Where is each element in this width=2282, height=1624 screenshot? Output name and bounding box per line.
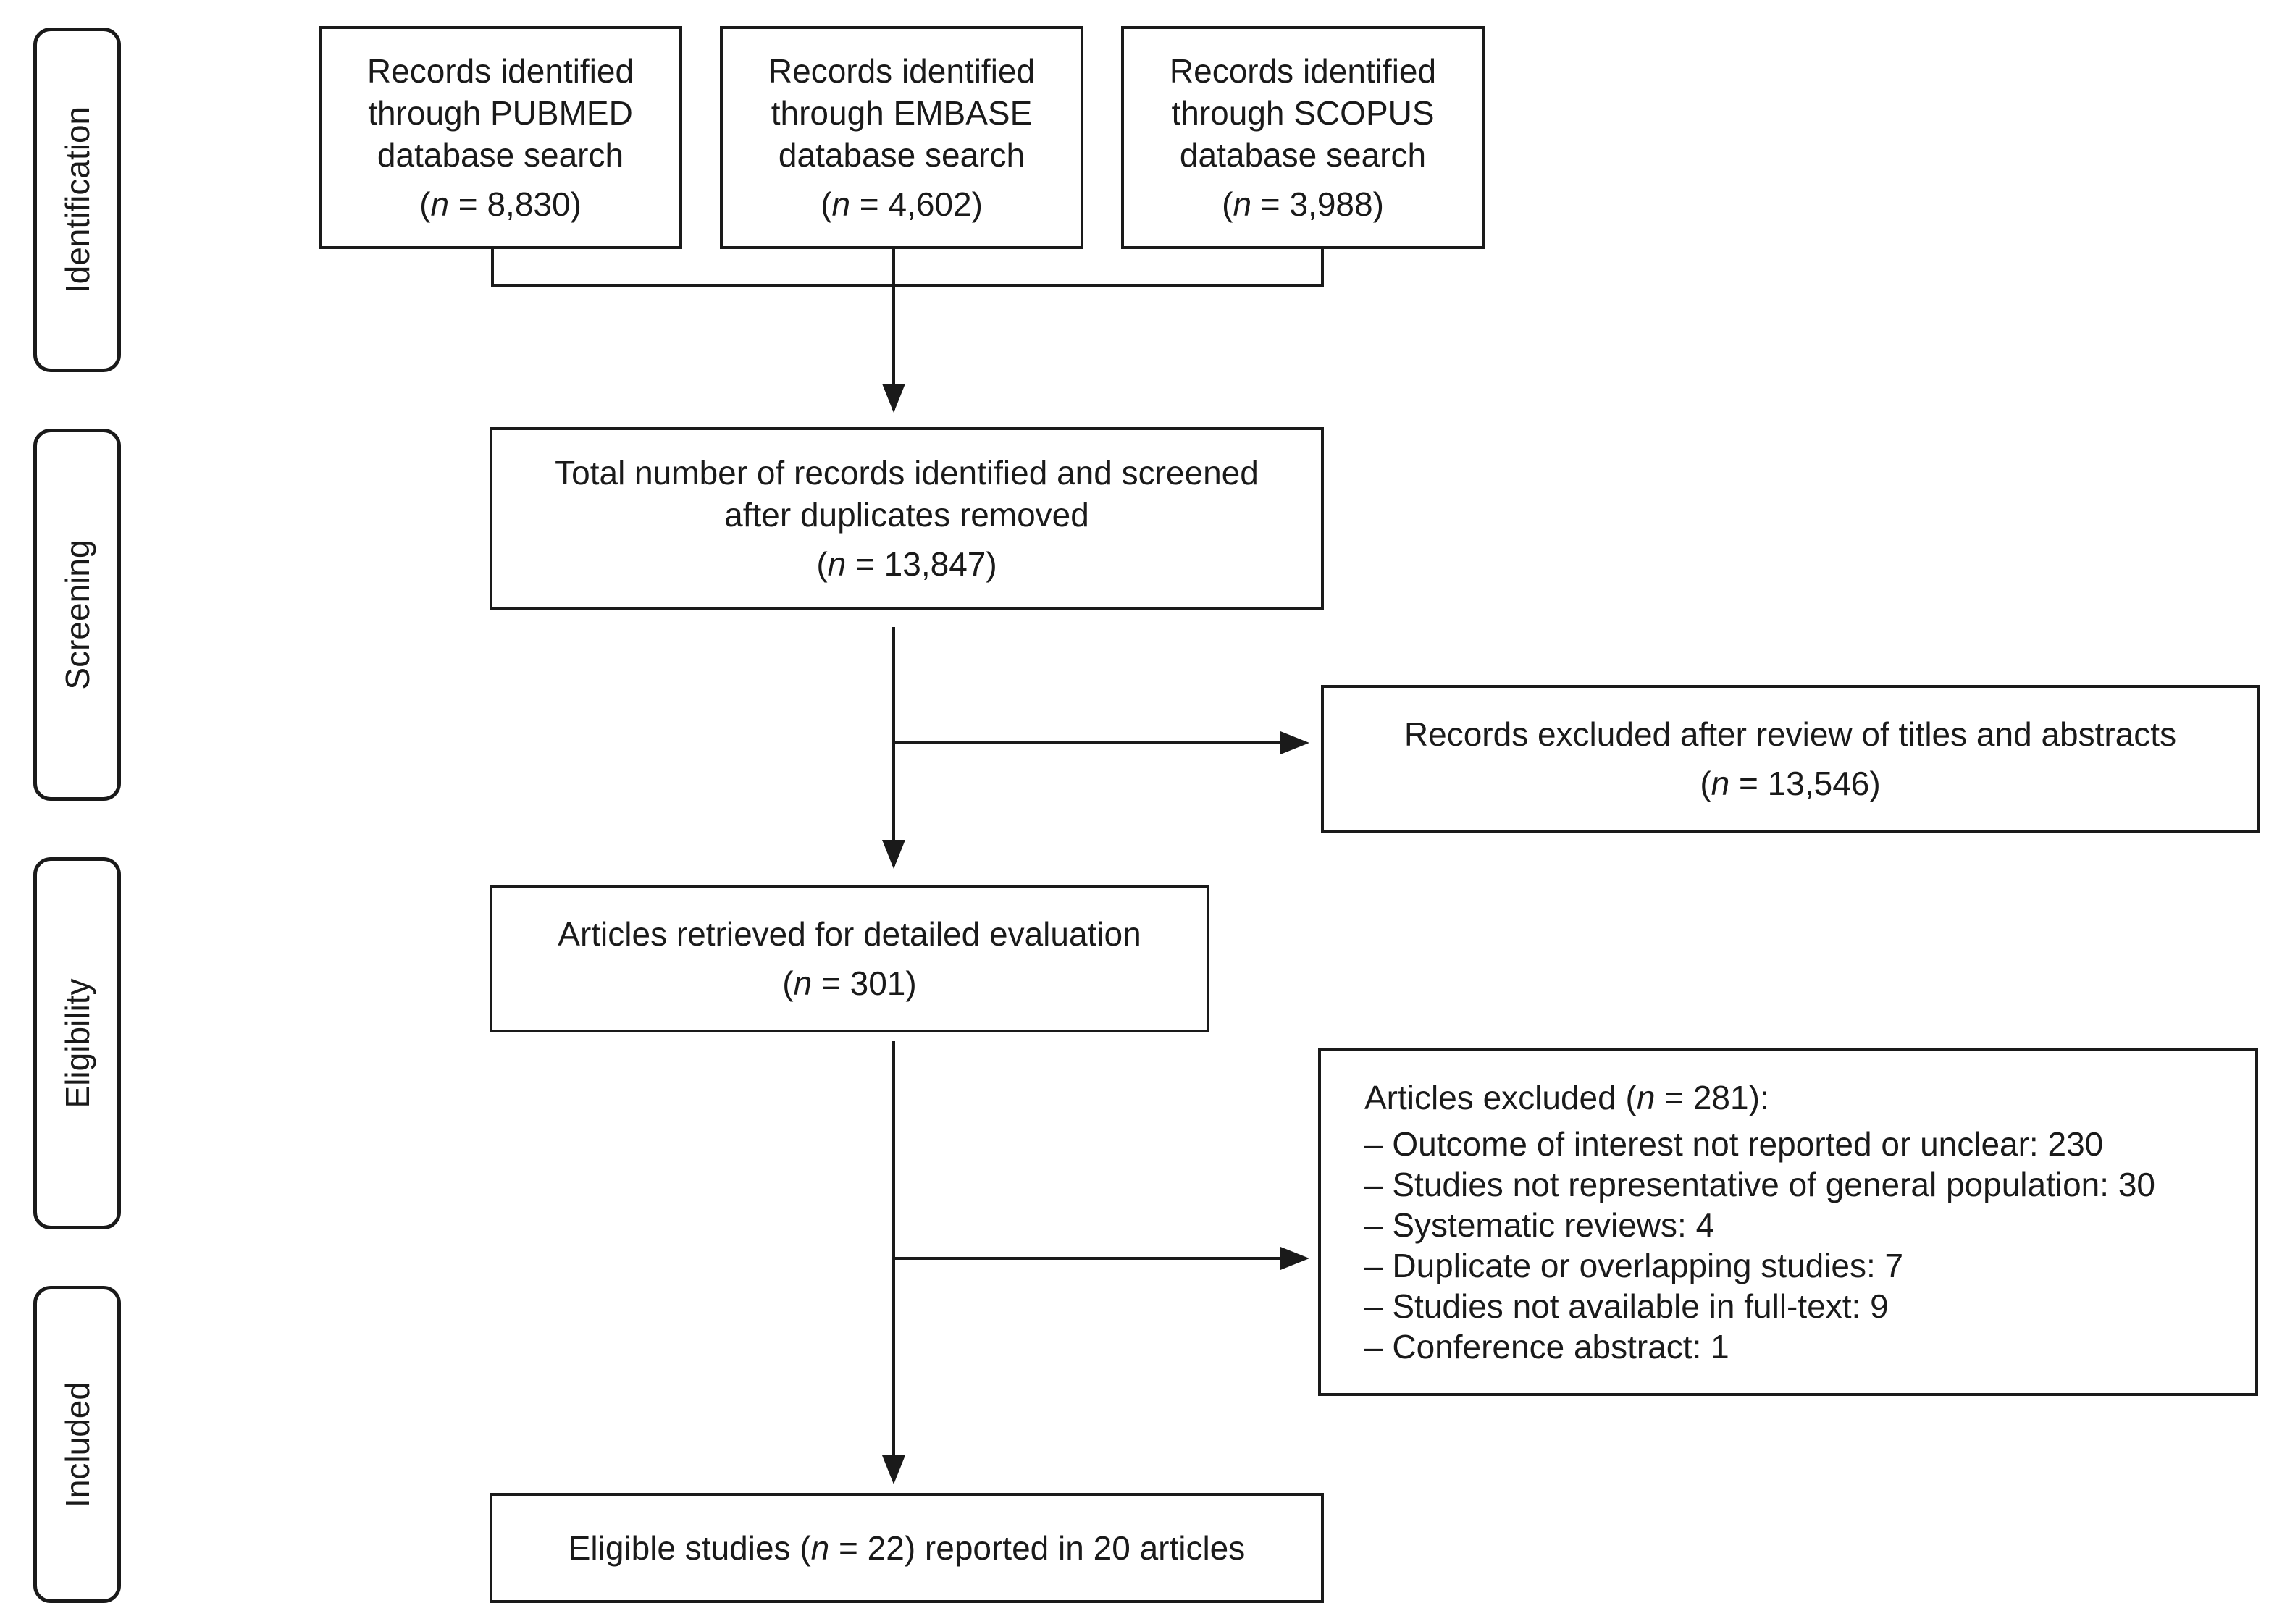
- exclusion-reason: – Studies not available in full-text: 9: [1364, 1287, 1889, 1325]
- box-records-excluded-titles: Records excluded after review of titles …: [1321, 685, 2260, 833]
- box-pubmed-records: Records identified through PUBMED databa…: [319, 26, 682, 249]
- heading-italic: n: [1636, 1079, 1656, 1116]
- count-italic: n: [793, 964, 813, 1002]
- box-line: after duplicates removed: [724, 496, 1089, 534]
- box-line: Records identified: [366, 52, 634, 90]
- count-value: = 3,988): [1251, 185, 1384, 223]
- exclusion-heading: Articles excluded (n = 281):: [1364, 1077, 2255, 1118]
- count-italic: n: [1711, 765, 1730, 802]
- count-prefix: (: [782, 964, 794, 1002]
- eligible-prefix: Eligible studies (: [568, 1529, 811, 1567]
- box-line: through EMBASE: [771, 94, 1033, 132]
- heading-prefix: Articles excluded (: [1364, 1079, 1637, 1116]
- box-line: database search: [1179, 136, 1427, 174]
- count-value: = 301): [812, 964, 917, 1002]
- count-prefix: (: [1700, 765, 1711, 802]
- box-embase-records: Records identified through EMBASE databa…: [720, 26, 1083, 249]
- box-scopus-records: Records identified through SCOPUS databa…: [1121, 26, 1485, 249]
- box-line: database search: [778, 136, 1025, 174]
- eligible-italic: n: [810, 1529, 830, 1567]
- exclusion-reason: – Studies not representative of general …: [1364, 1166, 2155, 1203]
- exclusion-reason: – Duplicate or overlapping studies: 7: [1364, 1247, 1904, 1284]
- box-eligible-studies: Eligible studies (n = 22) reported in 20…: [490, 1493, 1324, 1603]
- stage-identification: Identification: [33, 28, 121, 372]
- count-italic: n: [827, 545, 847, 583]
- count-prefix: (: [816, 545, 828, 583]
- count-line: (n = 13,546): [1700, 762, 1880, 804]
- stage-included: Included: [33, 1286, 121, 1603]
- count-italic: n: [1233, 185, 1252, 223]
- box-articles-excluded: Articles excluded (n = 281): – Outcome o…: [1318, 1048, 2258, 1396]
- count-prefix: (: [419, 185, 431, 223]
- count-italic: n: [430, 185, 450, 223]
- heading-suffix: = 281):: [1655, 1079, 1769, 1116]
- stage-eligibility: Eligibility: [33, 857, 121, 1229]
- eligible-suffix: = 22) reported in 20 articles: [829, 1529, 1246, 1567]
- box-line: through SCOPUS: [1171, 94, 1435, 132]
- box-articles-retrieved: Articles retrieved for detailed evaluati…: [490, 885, 1209, 1032]
- count-value: = 8,830): [449, 185, 582, 223]
- box-line: Records excluded after review of titles …: [1404, 715, 2177, 753]
- box-line: Records identified: [768, 52, 1036, 90]
- box-line: Records identified: [1169, 52, 1437, 90]
- exclusion-reason: – Systematic reviews: 4: [1364, 1206, 1715, 1244]
- box-line: database search: [377, 136, 624, 174]
- eligible-line: Eligible studies (n = 22) reported in 20…: [569, 1527, 1246, 1569]
- count-prefix: (: [821, 185, 832, 223]
- count-value: = 13,546): [1729, 765, 1881, 802]
- box-line: Articles retrieved for detailed evaluati…: [558, 915, 1141, 953]
- count-line: (n = 301): [782, 962, 916, 1004]
- exclusion-reason: – Conference abstract: 1: [1364, 1328, 1729, 1366]
- box-records-screened: Total number of records identified and s…: [490, 427, 1324, 610]
- exclusion-reason: – Outcome of interest not reported or un…: [1364, 1125, 2104, 1163]
- box-line: through PUBMED: [368, 94, 633, 132]
- count-line: (n = 8,830): [419, 183, 582, 225]
- stage-screening: Screening: [33, 429, 121, 801]
- count-italic: n: [831, 185, 851, 223]
- count-value: = 13,847): [846, 545, 997, 583]
- count-line: (n = 4,602): [821, 183, 983, 225]
- box-line: Total number of records identified and s…: [555, 454, 1259, 492]
- count-line: (n = 13,847): [816, 543, 997, 585]
- count-line: (n = 3,988): [1222, 183, 1384, 225]
- count-prefix: (: [1222, 185, 1233, 223]
- count-value: = 4,602): [850, 185, 983, 223]
